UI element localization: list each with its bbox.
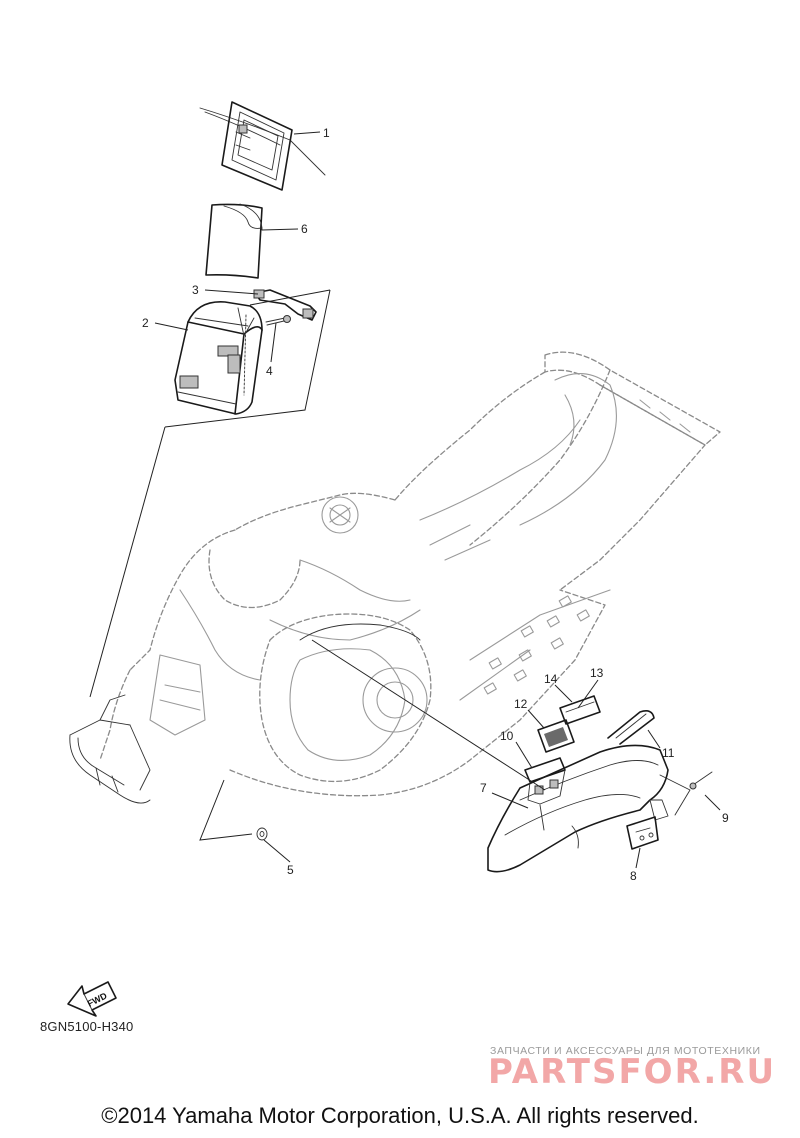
callout-12: 12 xyxy=(514,697,528,711)
callout-2: 2 xyxy=(142,316,149,330)
assembly-frame-lines xyxy=(89,289,331,698)
callout-5: 5 xyxy=(287,863,294,877)
part-11-rod xyxy=(607,710,655,745)
snowmobile-ghost-outline xyxy=(99,351,721,797)
part-8-plate xyxy=(626,816,659,850)
watermark-logo: PARTSFOR.RU xyxy=(488,1052,777,1092)
callout-11: 11 xyxy=(662,746,675,760)
copyright-notice: ©2014 Yamaha Motor Corporation, U.S.A. A… xyxy=(101,1103,699,1128)
callout-14: 14 xyxy=(544,672,558,686)
part-14-decal xyxy=(559,695,601,725)
callout-13: 13 xyxy=(590,666,604,680)
callout-4: 4 xyxy=(266,364,273,378)
part-5-washer xyxy=(199,779,268,841)
front-bumper-outline xyxy=(69,694,151,804)
callout-10: 10 xyxy=(500,729,514,743)
callout-6: 6 xyxy=(301,222,308,236)
part-2-storage-box xyxy=(174,301,263,415)
part-10-clip xyxy=(524,757,566,805)
callout-3: 3 xyxy=(192,283,199,297)
diagram-code: 8GN5100-H340 xyxy=(40,1019,134,1034)
part-1-grille-frame xyxy=(199,101,326,191)
callout-1: 1 xyxy=(323,126,330,140)
part-4-bolt xyxy=(265,315,291,326)
callout-8: 8 xyxy=(630,869,637,883)
part-6-pad xyxy=(205,203,263,279)
callout-labels: 1 2 3 4 5 6 7 8 9 10 11 12 13 14 xyxy=(142,126,729,883)
callout-7: 7 xyxy=(480,781,487,795)
part-7-snowflap xyxy=(487,744,669,873)
assembly-link-line xyxy=(311,639,546,791)
watermark-subtitle: ЗАПЧАСТИ И АКСЕССУАРЫ ДЛЯ МОТОТЕХНИКИ xyxy=(490,1045,761,1057)
callout-9: 9 xyxy=(722,811,729,825)
callout-leaders xyxy=(154,131,721,869)
part-9-screw xyxy=(659,771,713,816)
body-link-cable xyxy=(299,623,421,641)
fwd-arrow-icon: FWD xyxy=(67,981,117,1017)
part-12-decal xyxy=(537,719,575,753)
fwd-label: FWD xyxy=(86,990,109,1008)
